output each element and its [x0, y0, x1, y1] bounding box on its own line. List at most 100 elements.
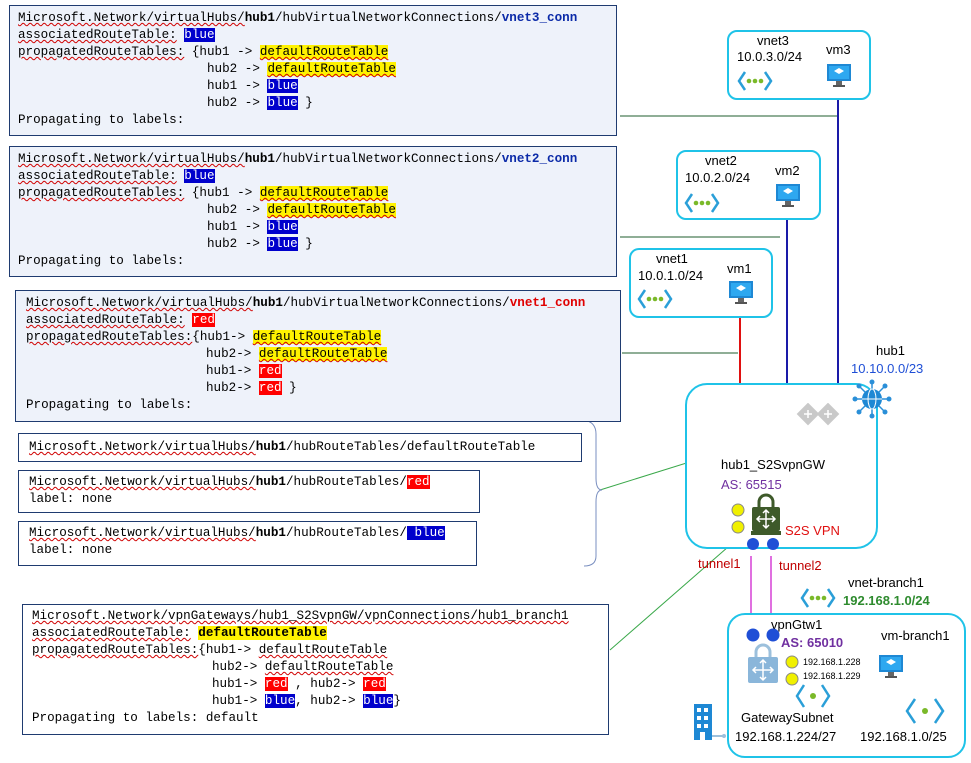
prop-prefix-4: hub2 -> [207, 96, 268, 110]
prop-prefix-3: hub1-> [212, 677, 265, 691]
gateway-as: AS: 65515 [721, 477, 782, 492]
labels-line: Propagating to labels: [18, 254, 185, 268]
bgp-peer-ip-dots [731, 503, 745, 534]
tunnel-endpoints [747, 538, 779, 550]
assoc-key: associatedRouteTable: [18, 28, 177, 42]
default-route-table: Microsoft.Network/virtualHubs/hub1/hubRo… [18, 433, 582, 462]
prop-value-2: defaultRouteTable [267, 62, 396, 76]
vnet-cidr: 10.0.1.0/24 [638, 268, 704, 283]
s2s-vpn-label: S2S VPN [785, 523, 840, 538]
vm-name: vm2 [775, 163, 800, 178]
prop-value-1: defaultRouteTable [252, 330, 382, 344]
gateway-name: hub1_S2SvpnGW [721, 457, 826, 472]
prop-open: {hub1-> [192, 330, 253, 344]
vnet3-conn-config: Microsoft.Network/virtualHubs/hub1/hubVi… [9, 5, 617, 136]
labels-line: Propagating to labels: [18, 113, 185, 127]
path-mid: /hubVirtualNetworkConnections/ [274, 152, 502, 166]
path-prefix: Microsoft.Network/virtualHubs/ [29, 440, 256, 454]
assoc-value: red [192, 313, 215, 327]
vm-icon [729, 281, 753, 304]
path-prefix: Microsoft.Network/virtualHubs/ [18, 152, 245, 166]
blue-route-table: Microsoft.Network/virtualHubs/hub1/hubRo… [18, 521, 477, 566]
prop-close: } [281, 381, 297, 395]
vnet-cidr: 10.0.3.0/24 [737, 49, 803, 64]
vm-name: vm1 [727, 261, 752, 276]
prop-prefix-2: hub2-> [212, 660, 265, 674]
assoc-key: associatedRouteTable: [32, 626, 191, 640]
path-prefix: Microsoft.Network/virtualHubs/ [26, 296, 253, 310]
prop-value-4: blue [267, 237, 298, 251]
prop-value-3: blue [267, 220, 298, 234]
gateway-subnet-name: GatewaySubnet [741, 710, 834, 725]
vpn-conn-link [609, 539, 737, 651]
connection-name: vnet3_conn [501, 11, 578, 25]
hub1-box: hub1_S2SvpnGW AS: 65515 S2S VPN [685, 383, 878, 550]
hub-name: hub1 [244, 11, 275, 25]
branch-box: vpnGtw1 AS: 65010 192.168.1.228 192.168.… [727, 613, 966, 758]
vnet-name: vnet3 [757, 33, 789, 48]
prop-value-3: red [264, 677, 288, 691]
assoc-value: blue [184, 169, 215, 183]
label-line: label: none [29, 492, 113, 506]
bgp-peer-ip-dots [785, 655, 799, 686]
connection-name: vnet1_conn [509, 296, 586, 310]
vm-subnet-icon [905, 698, 945, 724]
prop-value-2: defaultRouteTable [264, 660, 394, 674]
vm-subnet-cidr: 192.168.1.0/25 [860, 729, 947, 744]
hub-name: hub1 [876, 343, 905, 358]
path-prefix: Microsoft.Network/virtualHubs/ [18, 11, 245, 25]
prop-prefix-4: hub2-> [206, 381, 259, 395]
router-icon [796, 403, 840, 426]
branch-vnet-icon [800, 588, 836, 608]
bgp-ip-2: 192.168.1.229 [803, 671, 861, 681]
vm-icon [776, 184, 800, 207]
vnet1-conn-config: Microsoft.Network/virtualHubs/hub1/hubVi… [15, 290, 621, 422]
prop-prefix-2: hub2 -> [207, 203, 268, 217]
path-prefix: Microsoft.Network/virtualHubs/ [29, 526, 256, 540]
hub-name: hub1 [244, 152, 275, 166]
hub-name: hub1 [252, 296, 283, 310]
prop-value-2: defaultRouteTable [258, 347, 388, 361]
vnet-cidr: 10.0.2.0/24 [685, 170, 751, 185]
prop-value-3b: red [363, 677, 386, 691]
branch-vpn-gateway-icon [748, 643, 778, 683]
route-tables-brace [583, 419, 603, 567]
prop-value-2: defaultRouteTable [267, 203, 396, 217]
vnet-peering-icon [684, 193, 720, 213]
prop-prefix-4: hub2 -> [207, 237, 268, 251]
prop-value-3: blue [267, 79, 298, 93]
prop-prefix-3: hub1 -> [207, 220, 268, 234]
vnet-peering-icon [637, 289, 673, 309]
prop-value-1: defaultRouteTable [259, 45, 389, 59]
vpn-gateway-icon [751, 493, 781, 535]
prop-open: {hub1 -> [191, 186, 260, 200]
vnet2-box: vnet2 10.0.2.0/24 vm2 [676, 150, 821, 220]
prop-prefix-2: hub2 -> [207, 62, 268, 76]
building-icon [694, 704, 726, 740]
prop-key: propagatedRouteTables: [18, 45, 185, 59]
hub-name: hub1 [255, 440, 286, 454]
gateway-subnet-cidr: 192.168.1.224/27 [735, 729, 837, 744]
vnet2-conn-config: Microsoft.Network/virtualHubs/hub1/hubVi… [9, 146, 617, 277]
connection-name: vnet2_conn [501, 152, 578, 166]
labels-line: Propagating to labels: default [32, 711, 259, 725]
vnet1-box: vnet1 10.0.1.0/24 vm1 [629, 248, 773, 318]
path-suffix: /hubRouteTables/ [285, 475, 407, 489]
prop-value-4b: blue [363, 694, 394, 708]
prop-key: propagatedRouteTables: [26, 330, 193, 344]
prop-value-1: defaultRouteTable [259, 186, 389, 200]
labels-line: Propagating to labels: [26, 398, 193, 412]
vpn-gateway-name: vpnGtw1 [771, 617, 823, 632]
branch-vnet-cidr: 192.168.1.0/24 [843, 593, 930, 608]
assoc-key: associatedRouteTable: [26, 313, 185, 327]
hub-name: hub1 [255, 475, 286, 489]
red-route-table: Microsoft.Network/virtualHubs/hub1/hubRo… [18, 470, 480, 513]
vpn-connection-path: Microsoft.Network/vpnGateways/hub1_S2Svp… [32, 609, 569, 623]
vm-name: vm3 [826, 42, 851, 57]
vnet3-box: vnet3 10.0.3.0/24 vm3 [727, 30, 871, 100]
prop-open: {hub1 -> [191, 45, 260, 59]
prop-value-4: red [258, 381, 282, 395]
prop-key: propagatedRouteTables: [32, 643, 199, 657]
vnet-name: vnet2 [705, 153, 737, 168]
prop-prefix-4: hub1-> [212, 694, 265, 708]
